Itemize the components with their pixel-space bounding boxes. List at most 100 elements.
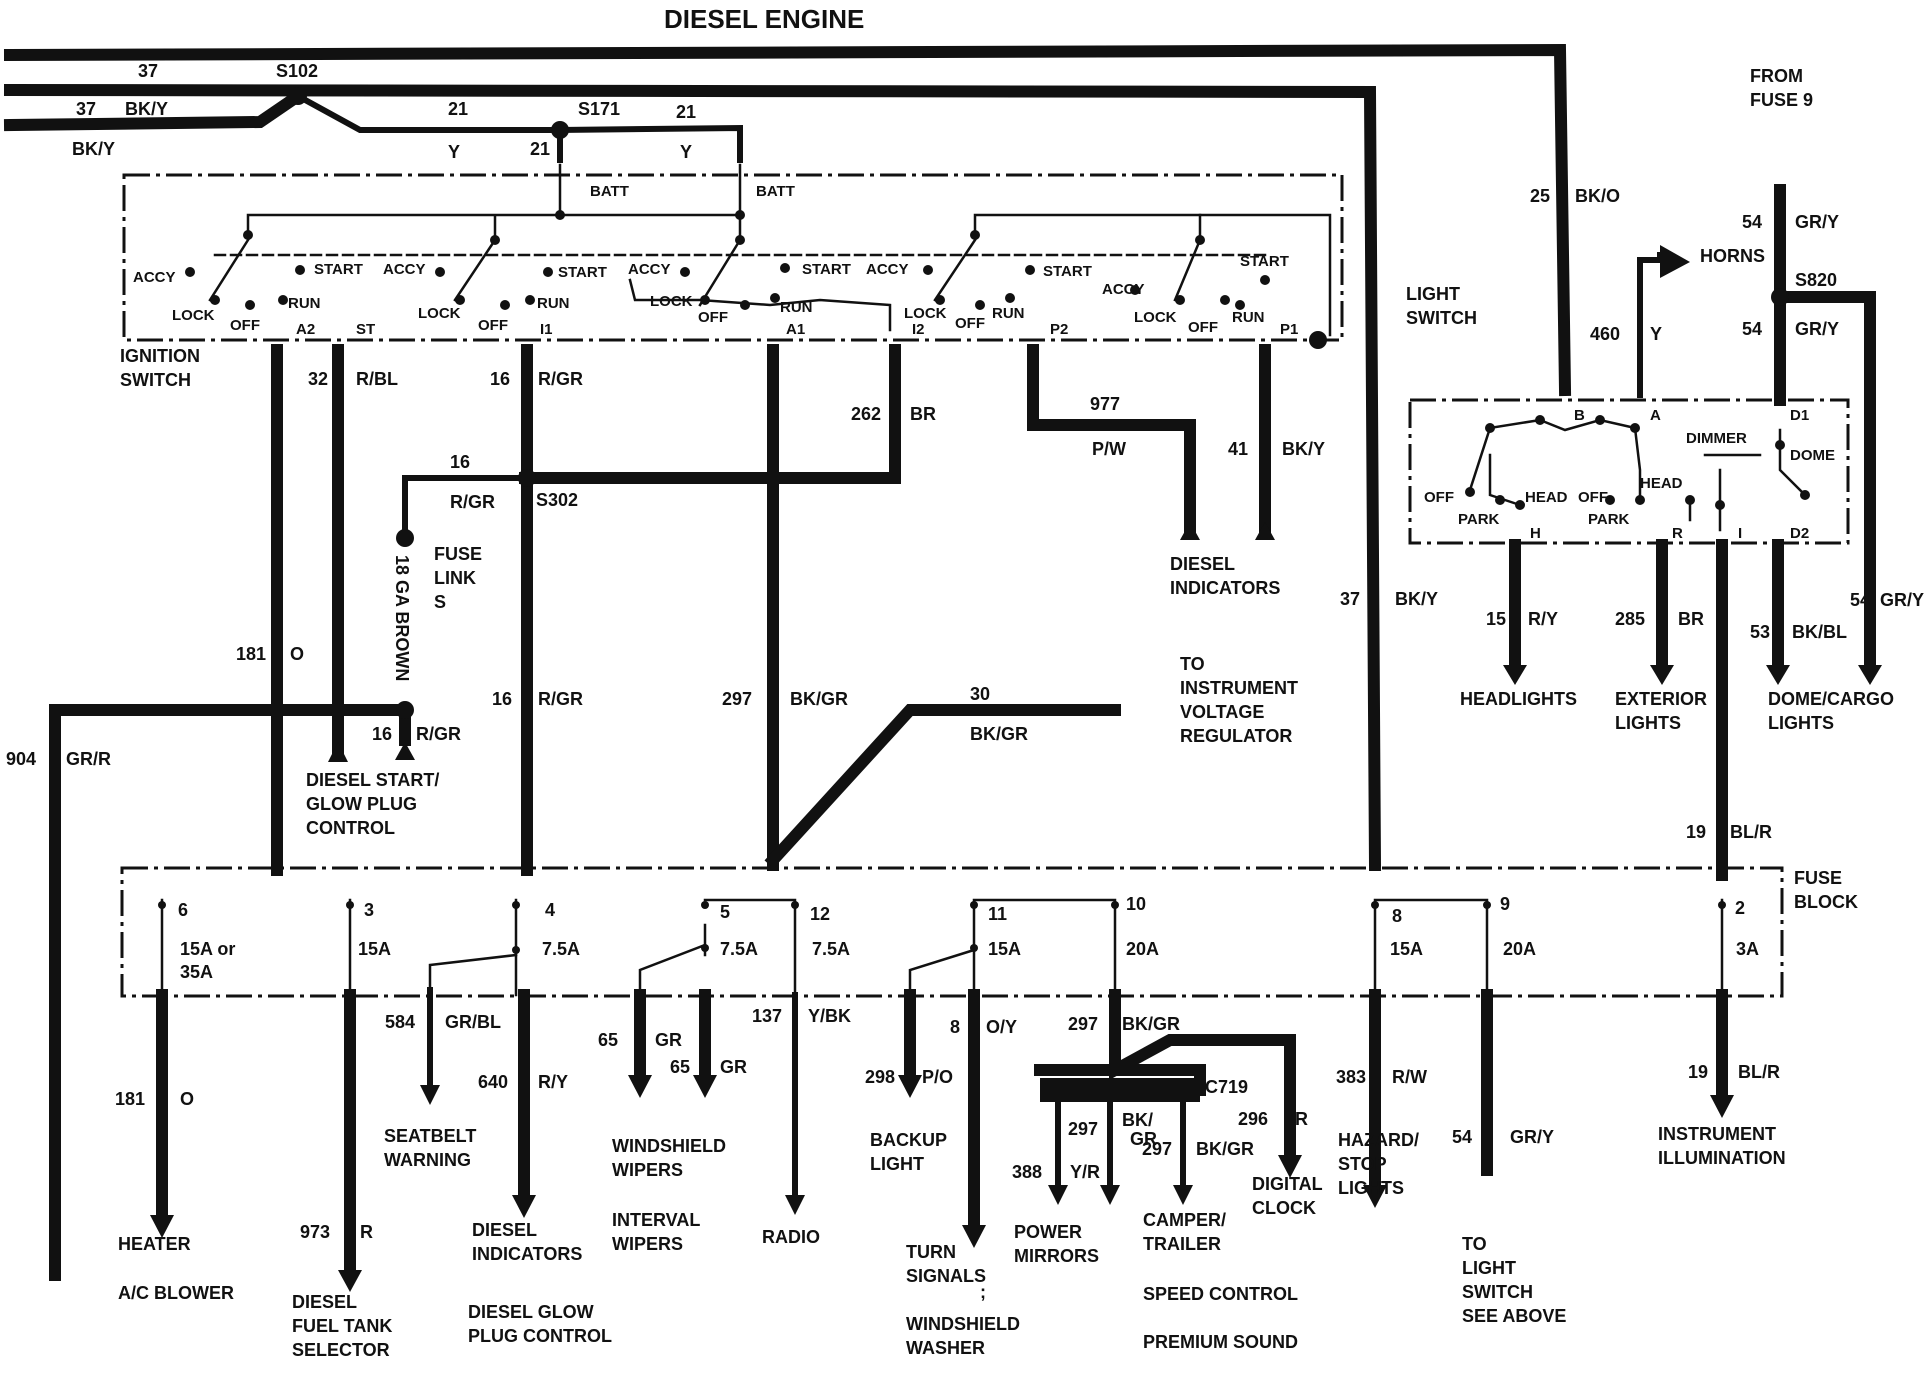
wire-262-num: 262 [851,404,881,424]
wire-25-color: BK/O [1575,186,1620,206]
exterior-lights-2: LIGHTS [1615,713,1681,733]
start-label-5: START [1240,253,1289,270]
dest-camper-1: CAMPER/ [1143,1210,1226,1230]
terminal-a1: A1 [786,321,805,338]
fuse-10-num: 10 [1126,894,1146,914]
ignition-output-wires [49,344,1271,1281]
wire-54-num-d: 54 [1452,1127,1472,1147]
fuse-4-rating: 7.5A [542,939,580,959]
wire-296-num: 296 [1238,1109,1268,1129]
dest-hazard-2: STOP [1338,1154,1387,1174]
fuse-8-num: 8 [1392,906,1402,926]
dest-mirrors-1: POWER [1014,1222,1082,1242]
wire-15-num: 15 [1486,609,1506,629]
splice-s171: S171 [578,99,620,119]
ls-off-2: OFF [1578,489,1608,506]
wire-30-num: 30 [970,684,990,704]
off-label-1: OFF [230,317,260,334]
wire-973-num: 973 [300,1222,330,1242]
wire-296-color: R [1295,1109,1308,1129]
dest-mirrors-2: MIRRORS [1014,1246,1099,1266]
wire-25-num: 25 [1530,186,1550,206]
wire-137-num: 137 [752,1006,782,1026]
fuse-5-rating: 7.5A [720,939,758,959]
accy-label-2: ACCY [383,261,426,278]
dest-turn-2: SIGNALS [906,1266,986,1286]
from-fuse-9-line2: FUSE 9 [1750,90,1813,110]
lock-label-3: LOCK [650,293,693,310]
dest-instrument-1: INSTRUMENT [1658,1124,1776,1144]
off-label-3: OFF [698,309,728,326]
wire-297-color-c2: GR [1130,1129,1157,1149]
dest-interval-1: INTERVAL [612,1210,700,1230]
fuse-9-rating: 20A [1503,939,1536,959]
lock-label-5: LOCK [1134,309,1177,326]
wire-65-color-a: GR [655,1030,682,1050]
off-label-5: OFF [1188,319,1218,336]
connector-c719-label: C719 [1205,1077,1248,1097]
dest-radio: RADIO [762,1227,820,1247]
accy-label-3: ACCY [628,261,671,278]
wire-41-num: 41 [1228,439,1248,459]
wire-53-num: 53 [1750,622,1770,642]
fuse-12-num: 12 [810,904,830,924]
wire-297-color-d: BK/GR [1196,1139,1254,1159]
ls-park-2: PARK [1588,511,1630,528]
wire-383-color: R/W [1392,1067,1427,1087]
ls-terminal-a: A [1650,407,1661,424]
batt-label-2: BATT [756,183,795,200]
fuse-link-gauge: 18 GA BROWN [392,555,412,681]
wire-54-num-b: 54 [1742,319,1762,339]
dest-diesel-ind-2: INDICATORS [472,1244,582,1264]
light-switch-label-1: LIGHT [1406,284,1460,304]
fuse-6-num: 6 [178,900,188,920]
dest-hazard-3: LIGHTS [1338,1178,1404,1198]
dest-camper-2: TRAILER [1143,1234,1221,1254]
wire-37-color: BK/Y [125,99,168,119]
ls-terminal-h: H [1530,525,1541,542]
wire-53-color: BK/BL [1792,622,1847,642]
diagram-title: DIESEL ENGINE [664,4,864,34]
fuse-3-rating: 15A [358,939,391,959]
run-label-2: RUN [537,295,570,312]
ls-terminal-r: R [1672,525,1683,542]
fuse-11-num: 11 [988,904,1007,924]
dest-heater: HEATER [118,1234,191,1254]
dest-glow-plug-1: DIESEL GLOW [468,1302,594,1322]
wire-54-color-c: GR/Y [1880,590,1924,610]
ls-park-1: PARK [1458,511,1500,528]
dest-backup-1: BACKUP [870,1130,947,1150]
wire-8-color: O/Y [986,1017,1017,1037]
ignition-switch-box [122,173,1344,342]
wire-388-num: 388 [1012,1162,1042,1182]
dest-wipers-1: WINDSHIELD [612,1136,726,1156]
run-label-4: RUN [992,305,1025,322]
from-fuse-9-line1: FROM [1750,66,1803,86]
wire-30-color: BK/GR [970,724,1028,744]
start-label-3: START [802,261,851,278]
wire-285-num: 285 [1615,609,1645,629]
wire-54-num-c: 54 [1850,590,1870,610]
wire-181-color-a: O [290,644,304,664]
dest-instrument-2: ILLUMINATION [1658,1148,1786,1168]
wire-904-num: 904 [6,749,36,769]
fuse-12-rating: 7.5A [812,939,850,959]
run-label-3: RUN [780,299,813,316]
voltage-reg-1: TO [1180,654,1205,674]
lock-label-4: LOCK [904,305,947,322]
wire-37-bky: 37 [76,99,96,119]
wire-977-color: P/W [1092,439,1126,459]
dest-ac-blower: A/C BLOWER [118,1283,234,1303]
fuse-block-label-2: BLOCK [1794,892,1858,912]
wire-19-color-a: BL/R [1730,822,1772,842]
dest-wipers-2: WIPERS [612,1160,683,1180]
wire-16-color-d: R/GR [416,724,461,744]
dest-fuel-tank-1: DIESEL [292,1292,357,1312]
wire-21-a: 21 [448,99,468,119]
dest-backup-2: LIGHT [870,1154,924,1174]
light-switch-box [1408,398,1850,545]
dest-speed-control: SPEED CONTROL [1143,1284,1298,1304]
wire-19-num-b: 19 [1688,1062,1708,1082]
accy-label-4: ACCY [866,261,909,278]
